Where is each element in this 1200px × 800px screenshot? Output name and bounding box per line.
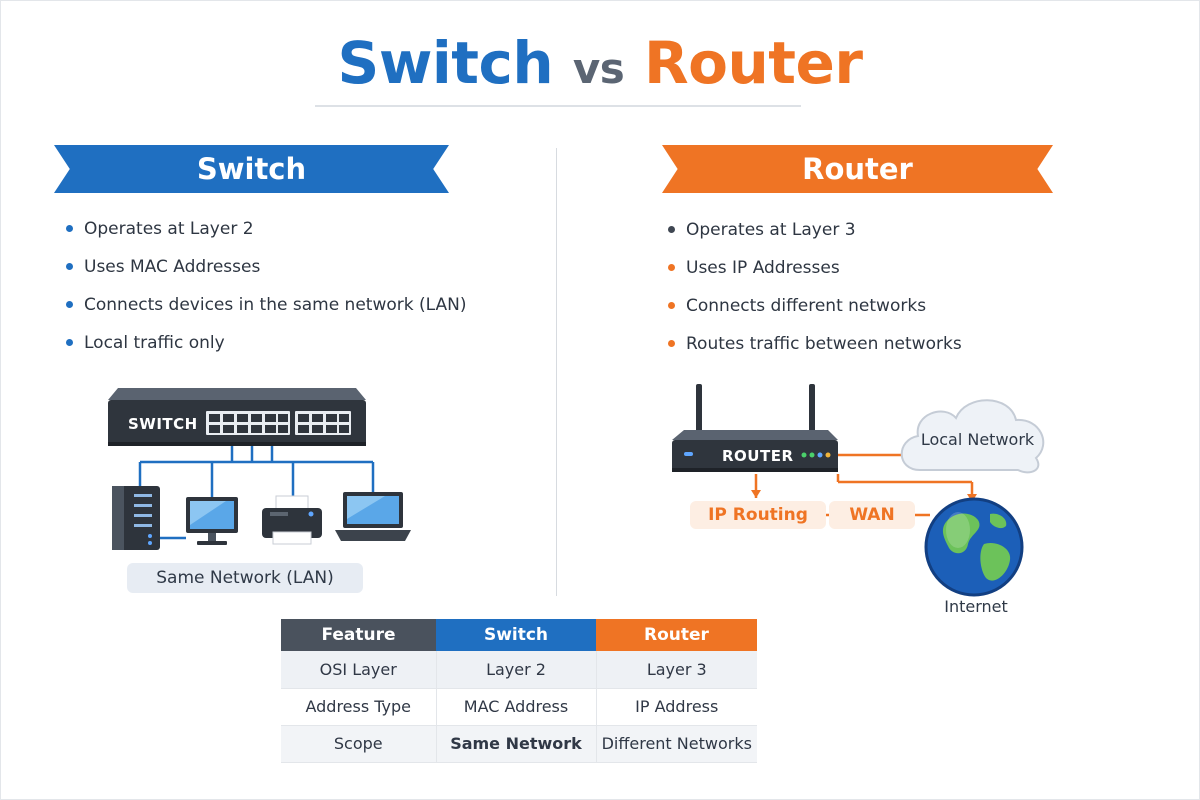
header-switch: Switch [436,619,596,651]
router-bullet: Operates at Layer 3 [668,220,962,258]
laptop-icon [335,492,411,541]
switch-bullet: Uses MAC Addresses [66,257,466,295]
printer-icon [262,495,322,545]
router-bullet-list: Operates at Layer 3 Uses IP Addresses Co… [668,220,962,372]
table-row: Address Type MAC Address IP Address [281,688,757,726]
header-router: Router [596,619,757,651]
table-row: Scope Same Network Different Networks [281,725,757,763]
switch-bullet: Operates at Layer 2 [66,219,466,257]
router-bullet: Routes traffic between networks [668,334,962,372]
switch-banner: Switch [54,145,449,193]
page-title: Switch vs Router [0,28,1200,104]
title-underline [315,105,801,107]
router-bullet: Uses IP Addresses [668,258,962,296]
server-icon [112,486,160,550]
ip-routing-label: IP Routing [690,501,826,529]
table-cell: OSI Layer [281,651,436,689]
title-router: Router [643,29,863,97]
switch-bullet-list: Operates at Layer 2 Uses MAC Addresses C… [66,219,466,371]
local-network-label: Local Network [920,430,1035,449]
switch-device [108,388,366,446]
switch-bullet: Local traffic only [66,333,466,371]
table-row: OSI Layer Layer 2 Layer 3 [281,651,757,689]
table-cell: Same Network [435,725,596,763]
same-network-label: Same Network (LAN) [127,563,363,593]
router-links [754,453,974,517]
router-bullet: Connects different networks [668,296,962,334]
switch-cables [138,446,375,540]
router-device [672,384,838,472]
table-cell: Layer 2 [435,651,596,689]
monitor-icon [186,497,238,545]
table-cell: Different Networks [595,725,757,763]
title-switch: Switch [337,29,554,97]
switch-device-label: SWITCH [128,415,198,433]
center-divider [556,148,557,596]
header-feature: Feature [281,619,436,651]
switch-bullet: Connects devices in the same network (LA… [66,295,466,333]
table-cell: IP Address [595,688,757,726]
cloud-icon [900,399,1045,474]
table-header-row: Feature Switch Router [281,619,757,651]
comparison-table: Feature Switch Router OSI Layer Layer 2 … [281,619,757,763]
table-cell: Address Type [281,688,436,726]
wan-label: WAN [829,501,915,529]
table-cell: Scope [281,725,436,763]
globe-icon [924,497,1024,597]
title-vs: vs [572,44,625,93]
router-device-label: ROUTER [722,447,794,465]
router-banner: Router [662,145,1053,193]
internet-label: Internet [944,597,1008,616]
table-cell: MAC Address [435,688,596,726]
table-cell: Layer 3 [595,651,757,689]
